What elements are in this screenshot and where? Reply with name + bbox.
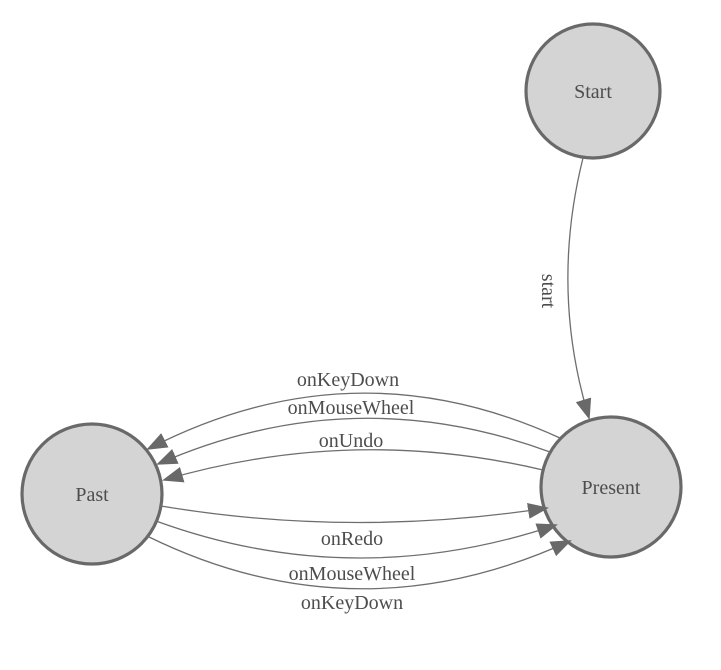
edge-label-onkeydown-top: onKeyDown	[297, 369, 399, 391]
edge-present-to-past-undo[interactable]	[162, 449, 544, 483]
node-past-label: Past	[75, 484, 109, 506]
edge-label-onkeydown-bottom: onKeyDown	[301, 592, 403, 614]
node-past-group: Past	[20, 422, 164, 566]
node-start-group: Start	[524, 22, 662, 160]
node-start-label: Start	[574, 81, 612, 103]
node-past[interactable]	[20, 422, 164, 566]
node-present-group: Present	[539, 415, 683, 559]
edge-past-to-present-keydown[interactable]	[146, 535, 572, 590]
edge-past-to-present-mousewheel[interactable]	[155, 520, 558, 559]
edge-label-start: start	[537, 274, 559, 309]
edge-label-onredo: onRedo	[321, 528, 383, 550]
edge-label-onmousewheel-top: onMouseWheel	[288, 397, 415, 419]
node-present-label: Present	[582, 477, 641, 499]
node-start[interactable]	[524, 22, 662, 160]
edge-past-to-present-redo[interactable]	[160, 502, 549, 524]
edge-present-to-past-mousewheel[interactable]	[156, 417, 551, 465]
edge-label-onundo: onUndo	[319, 430, 383, 452]
node-present[interactable]	[539, 415, 683, 559]
edge-present-to-past-keydown[interactable]	[146, 392, 561, 450]
edge-start-to-present[interactable]	[567, 157, 592, 420]
edge-label-onmousewheel-bottom: onMouseWheel	[289, 563, 416, 585]
